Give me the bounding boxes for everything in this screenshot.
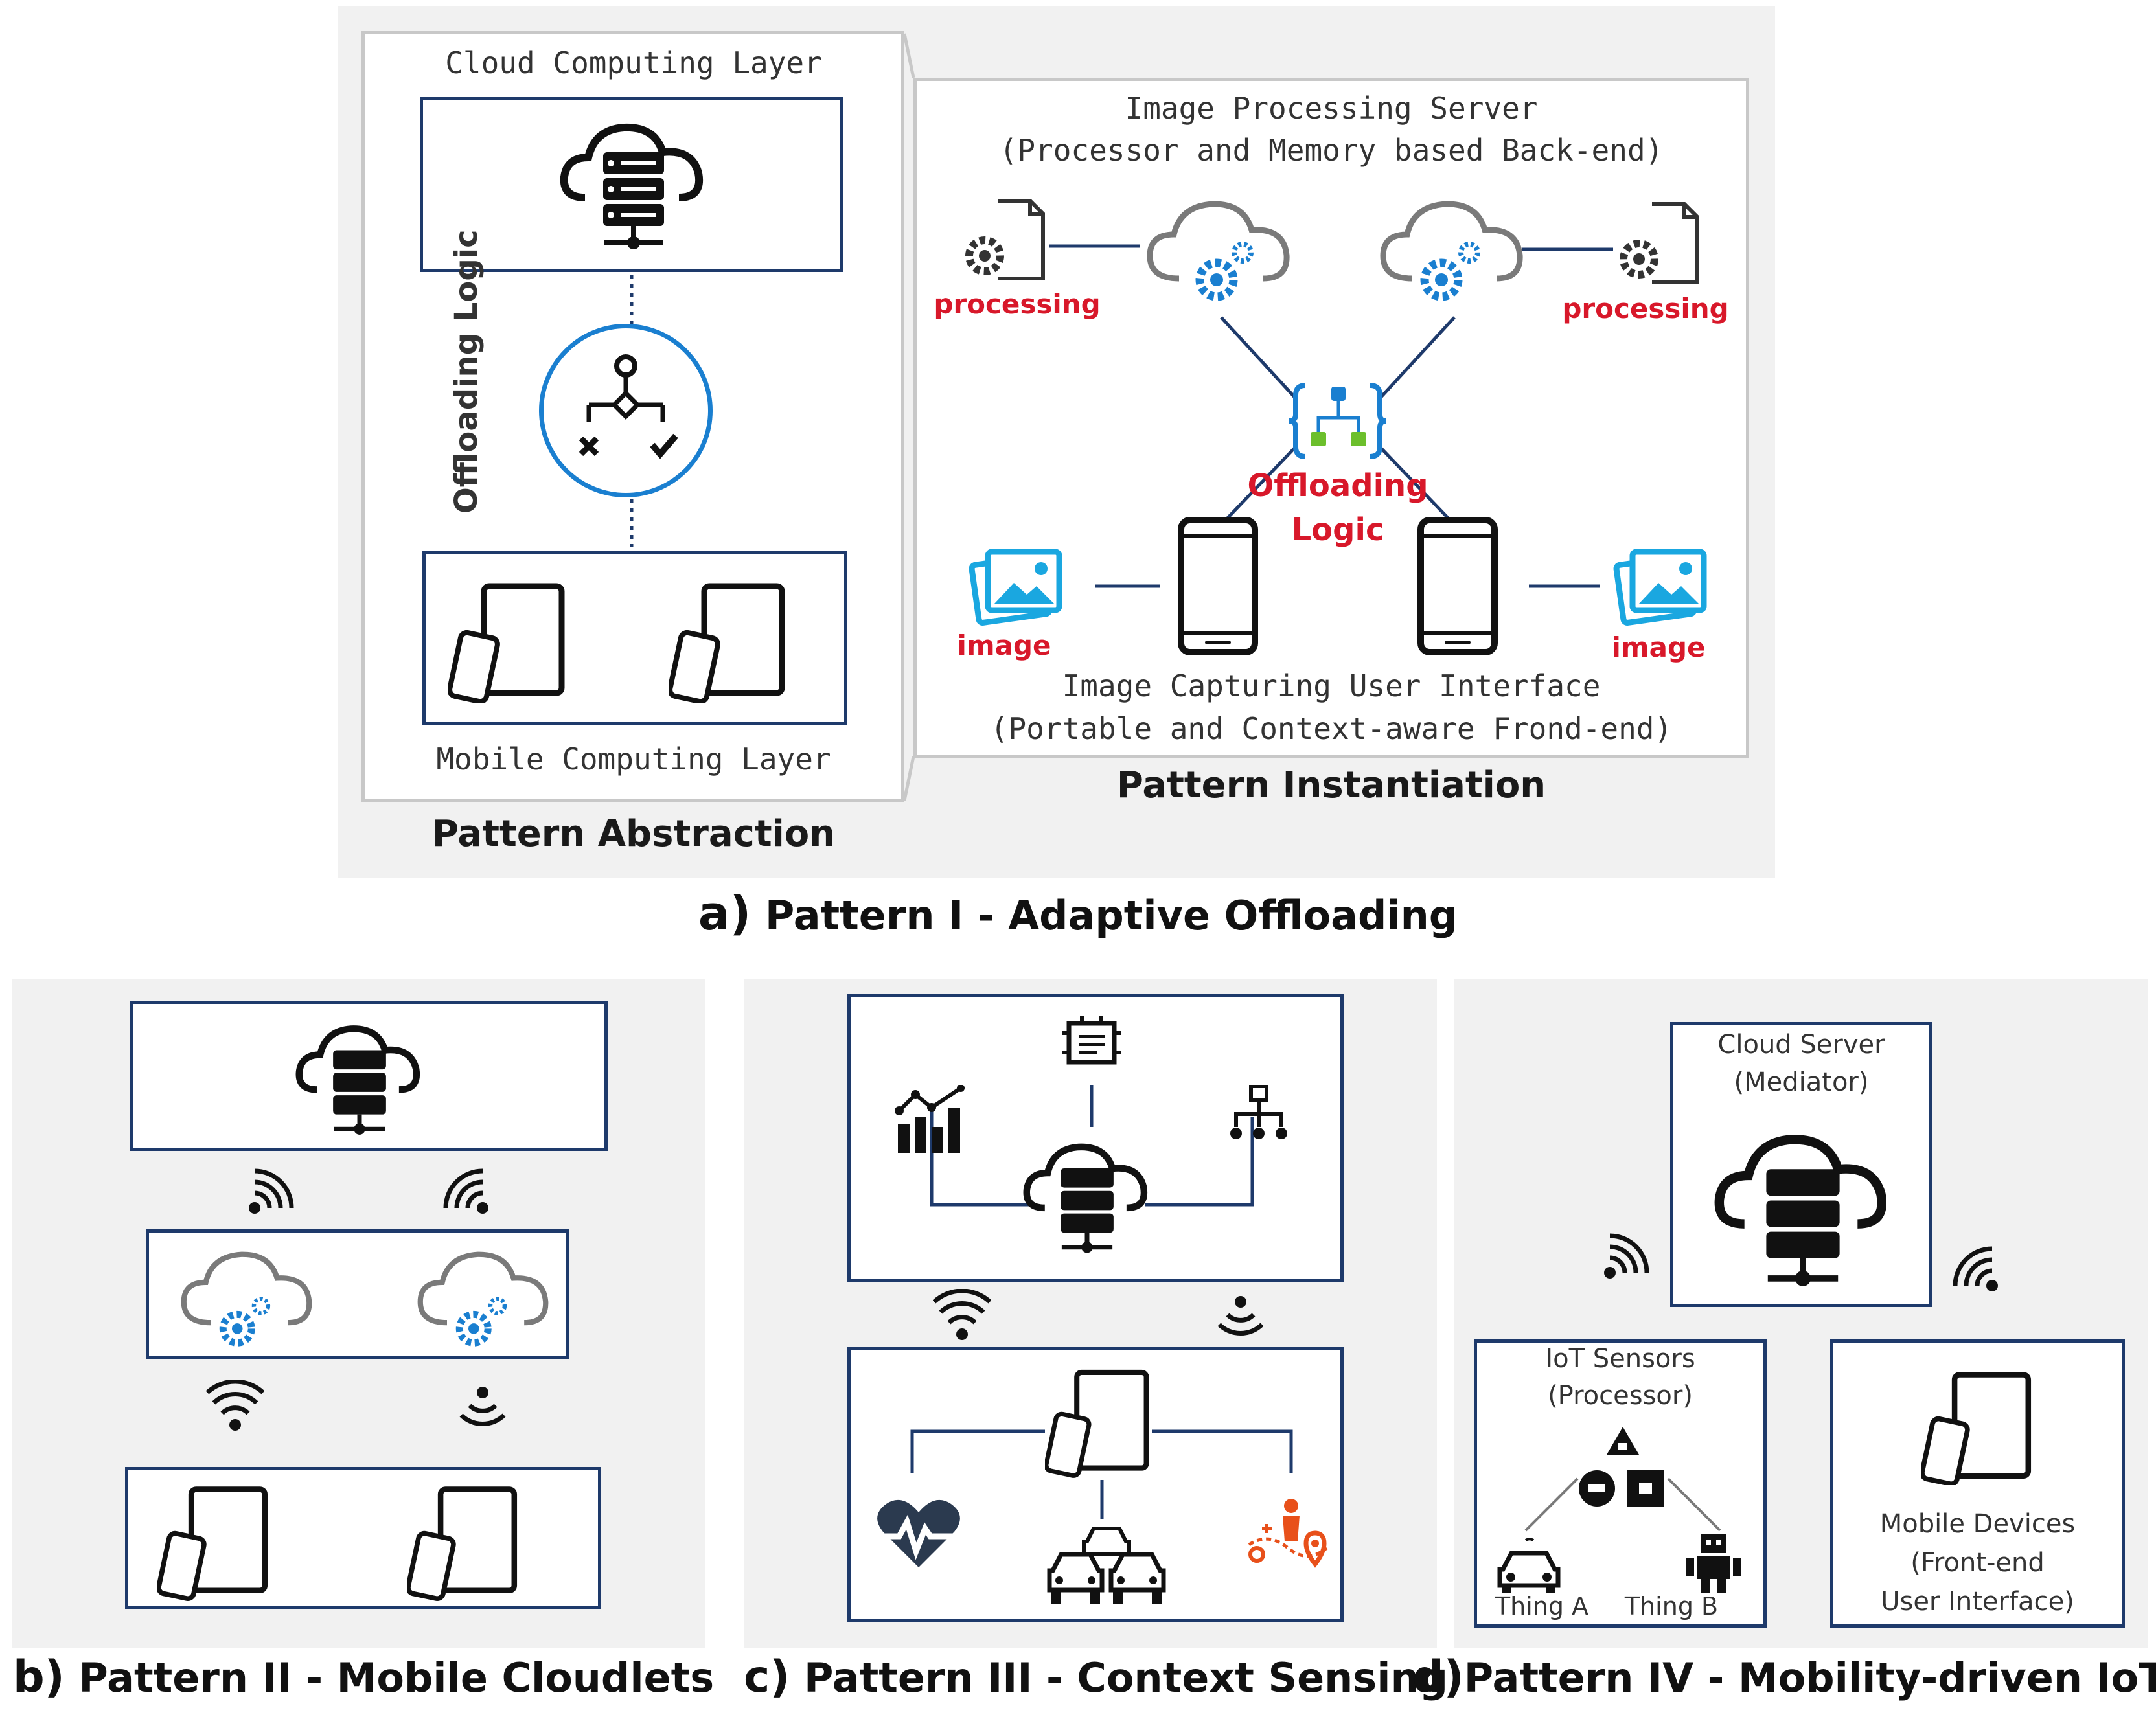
smartphone-icon-right [1417, 517, 1498, 655]
cloud-server-label: Cloud Server [1717, 1030, 1885, 1060]
car-icon [1497, 1538, 1561, 1593]
image-label-left: image [957, 630, 1051, 661]
cloud-server-icon [1714, 1135, 1886, 1286]
cloud-server-mediator-label: (Mediator) [1734, 1067, 1869, 1097]
location-tracking-icon [1248, 1499, 1328, 1568]
tablet-phone-icon [1921, 1372, 2032, 1485]
image-processing-server-title: Image Processing Server [1125, 91, 1538, 126]
offloading-logic-vertical-label: Offloading Logic [448, 229, 485, 514]
caption-b-text: Pattern II - Mobile Cloudlets [78, 1654, 715, 1701]
caption-d-letter: d) [1412, 1652, 1464, 1703]
tablet-phone-icon-1 [448, 583, 565, 703]
offloading-logic-red-line1: Offloading [1247, 468, 1428, 504]
cloud-gear-icon [417, 1251, 549, 1347]
wifi-signal-icon-d2 [1953, 1246, 1998, 1291]
thing-b-label: Thing B [1624, 1592, 1719, 1620]
caption-a: a) Pattern I - Adaptive Offloading [0, 886, 2156, 940]
wifi-icon-c1 [933, 1289, 991, 1340]
heart-rate-icon [873, 1499, 964, 1567]
cloud-server-mediator-box [1670, 1022, 1932, 1307]
image-label-right: image [1611, 631, 1706, 663]
caption-a-text: Pattern I - Adaptive Offloading [764, 892, 1458, 939]
thing-a-label: Thing A [1495, 1592, 1589, 1620]
pattern-ii-mobile-box [125, 1467, 601, 1609]
caption-b: b) Pattern II - Mobile Cloudlets [13, 1652, 714, 1703]
pattern-iii-cloud-box [847, 994, 1344, 1282]
wifi-signal-icon-b2 [443, 1168, 488, 1214]
caption-c-letter: c) [744, 1652, 790, 1703]
tablet-phone-icon-2 [669, 583, 785, 703]
cloud-server-icon [560, 123, 704, 249]
image-processing-server-subtitle: (Processor and Memory based Back-end) [999, 133, 1664, 168]
tablet-phone-icon [407, 1486, 518, 1601]
user-interface-label: User Interface) [1881, 1587, 2074, 1617]
cloud-server-icon [295, 1025, 420, 1135]
cloud-layer-box [420, 97, 843, 272]
cloud-computing-layer-label: Cloud Computing Layer [445, 45, 822, 80]
analytics-chart-icon [895, 1085, 965, 1153]
caption-c: c) Pattern III - Context Sensing [744, 1652, 1448, 1703]
caption-d-text: Pattern IV - Mobility-driven IoTs [1463, 1654, 2156, 1701]
file-gear-icon-right [1620, 202, 1699, 284]
caption-b-letter: b) [13, 1652, 65, 1703]
processing-label-right: processing [1562, 293, 1729, 324]
pattern-iii-sensing-box [847, 1347, 1344, 1622]
mobile-layer-box [422, 551, 847, 725]
pattern-instantiation-label: Pattern Instantiation [1116, 764, 1546, 806]
mobile-devices-box [1830, 1339, 2125, 1628]
hierarchy-icon [1230, 1085, 1287, 1139]
mobile-computing-layer-label: Mobile Computing Layer [436, 742, 831, 777]
pattern-abstraction-label: Pattern Abstraction [431, 813, 836, 855]
mobile-devices-label: Mobile Devices [1879, 1509, 2076, 1539]
cloud-server-icon [1023, 1143, 1148, 1253]
broadcast-icon-c2 [1217, 1296, 1264, 1336]
file-gear-icon-left [965, 199, 1045, 280]
pattern-ii-cloud-box [130, 1001, 608, 1151]
cloud-gear-icon [181, 1251, 312, 1347]
decision-flow-icon [579, 354, 678, 459]
cloud-gear-icon-right [1380, 201, 1523, 301]
front-end-label: (Front-end [1910, 1548, 2045, 1578]
iot-processor-label: (Processor) [1548, 1381, 1693, 1411]
wifi-signal-icon-b1 [249, 1168, 294, 1214]
logic-app-icon [1289, 383, 1387, 459]
processor-chip-icon [1062, 1016, 1121, 1065]
tablet-phone-icon [1045, 1369, 1149, 1478]
offloading-logic-red-line2: Logic [1291, 512, 1384, 548]
wifi-icon-b3 [206, 1380, 264, 1431]
pattern-ii-cloudlet-box [146, 1229, 569, 1359]
offloading-logic-circle [539, 324, 713, 497]
image-gallery-icon-left [969, 549, 1062, 626]
image-capturing-ui-title: Image Capturing User Interface [1062, 668, 1601, 703]
tablet-phone-icon [157, 1486, 268, 1601]
caption-c-text: Pattern III - Context Sensing [803, 1654, 1448, 1701]
processing-label-left: processing [934, 288, 1101, 320]
iot-sensors-label: IoT Sensors [1545, 1344, 1695, 1374]
broadcast-icon-b4 [459, 1387, 506, 1426]
iot-shapes-icon [1579, 1427, 1664, 1507]
image-gallery-icon-right [1613, 549, 1707, 626]
iot-sensors-box [1474, 1339, 1767, 1628]
caption-d: d)Pattern IV - Mobility-driven IoTs [1412, 1652, 2156, 1703]
robot-icon [1686, 1534, 1741, 1593]
cloud-gear-icon-left [1147, 201, 1290, 301]
image-capturing-ui-subtitle: (Portable and Context-aware Frond-end) [990, 711, 1673, 746]
smartphone-icon-left [1178, 517, 1258, 655]
wifi-signal-icon-d1 [1604, 1233, 1649, 1279]
caption-a-letter: a) [698, 886, 751, 940]
traffic-cars-icon [1047, 1527, 1166, 1604]
